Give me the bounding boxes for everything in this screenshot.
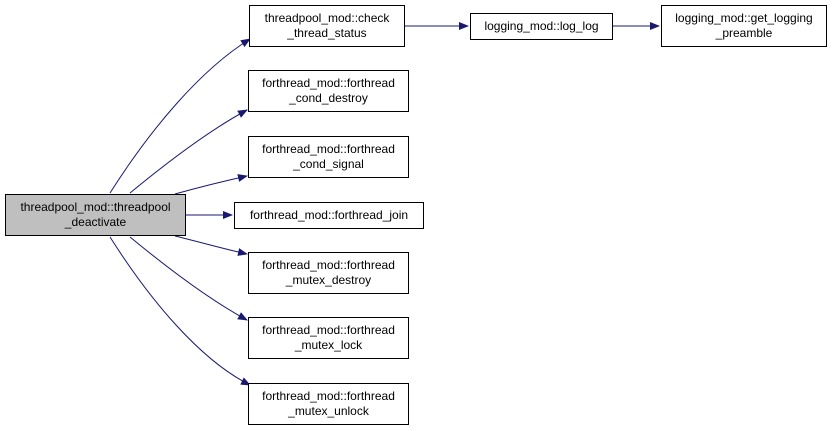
edge-root-to-cond-signal	[174, 174, 248, 195]
node-forthread-mutex-destroy[interactable]: forthread_mod::forthread _mutex_destroy	[248, 252, 409, 294]
node-forthread-cond-signal[interactable]: forthread_mod::forthread _cond_signal	[248, 136, 409, 178]
node-get-logging-preamble[interactable]: logging_mod::get_logging _preamble	[661, 5, 827, 47]
node-forthread-mutex-lock[interactable]: forthread_mod::forthread _mutex_lock	[248, 317, 409, 359]
edge-root-to-check-thread-status	[109, 38, 251, 194]
node-forthread-mutex-unlock[interactable]: forthread_mod::forthread _mutex_unlock	[248, 383, 409, 425]
node-forthread-join[interactable]: forthread_mod::forthread_join	[234, 202, 424, 229]
edge-root-to-cond-destroy	[129, 109, 248, 194]
node-threadpool-deactivate: threadpool_mod::threadpool _deactivate	[5, 194, 186, 236]
edge-root-to-mutex-destroy	[174, 235, 248, 256]
node-log-log[interactable]: logging_mod::log_log	[470, 13, 613, 40]
edge-root-to-mutex-lock	[129, 236, 248, 321]
edge-root-to-mutex-unlock	[109, 236, 251, 386]
node-forthread-cond-destroy[interactable]: forthread_mod::forthread _cond_destroy	[248, 70, 409, 112]
node-check-thread-status[interactable]: threadpool_mod::check _thread_status	[249, 5, 405, 47]
